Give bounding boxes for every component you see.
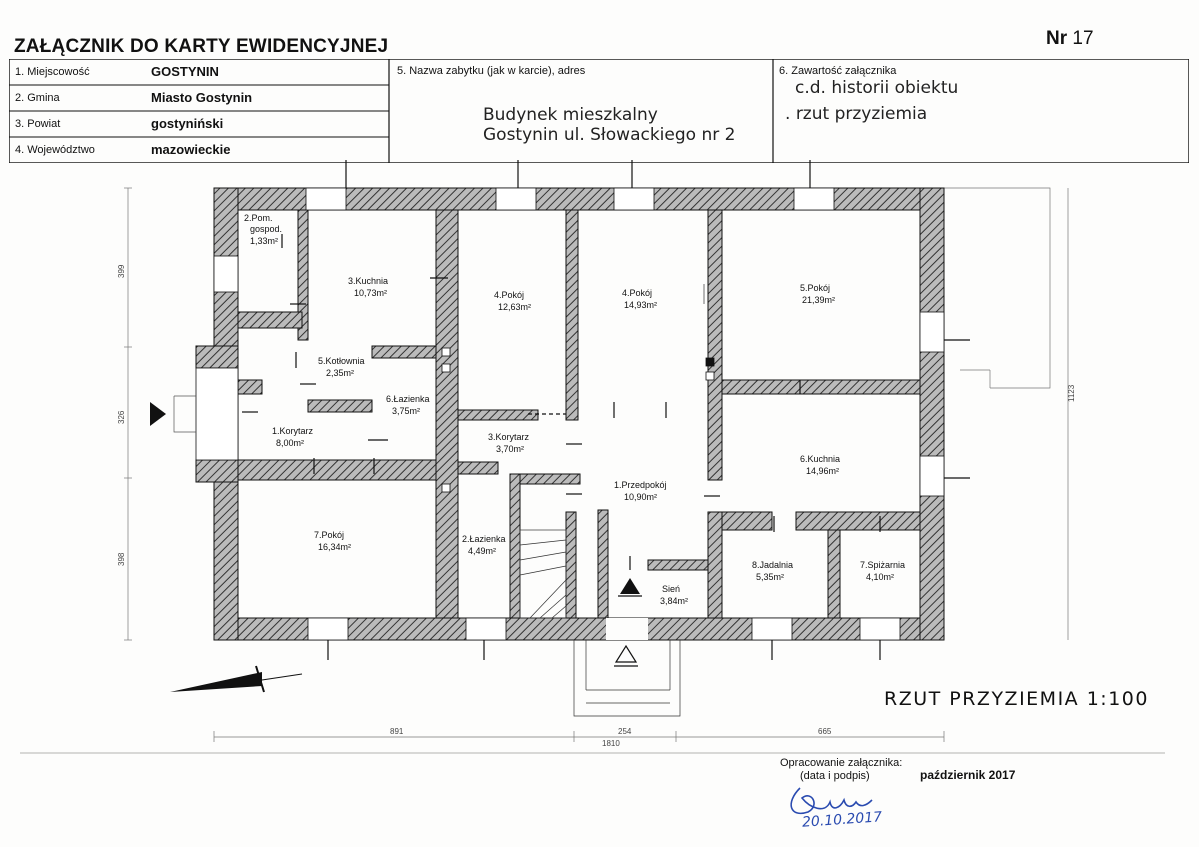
col6-label: 6. Zawartość załącznika (779, 65, 897, 77)
room-area: 4,49m² (468, 546, 496, 556)
room-name: Sień (662, 584, 680, 594)
number-label: Nr (1046, 28, 1068, 49)
room-name: 1.Przedpokój (614, 480, 667, 490)
dim-bottom-1: 891 (390, 727, 404, 736)
plan-title: RZUT PRZYZIEMIA 1:100 (884, 688, 1149, 710)
stairs (519, 529, 681, 717)
room-name: 5.Pokój (800, 283, 830, 293)
dim-total: 1810 (602, 739, 620, 748)
room-name: 4.Pokój (622, 288, 652, 298)
construction-lines (20, 187, 1165, 754)
entrance-marker-icon (614, 644, 638, 663)
document-title: ZAŁĄCZNIK DO KARTY EWIDENCYJNEJ (14, 36, 389, 57)
room-area: 14,96m² (806, 466, 839, 476)
dim-right: 1123 (1067, 384, 1076, 402)
dim-left-3: 398 (117, 552, 126, 566)
object-name: Budynek mieszkalny (483, 105, 658, 125)
room-name: 3.Kuchnia (348, 276, 388, 286)
row-label-miejscowosc: 1. Miejscowość (15, 66, 90, 78)
contents-line1: c.d. historii obiektu (795, 78, 959, 98)
room-name: 2.Pom. (244, 213, 273, 223)
date-signature-label: (data i podpis) (800, 770, 870, 782)
contents-line2-text: rzut przyziemia (795, 104, 928, 124)
entry-arrow-icon (150, 402, 166, 426)
row-label-powiat: 3. Powiat (15, 118, 61, 130)
room-area: 16,34m² (318, 542, 351, 552)
room-area: 5,35m² (756, 572, 784, 582)
contents-line2: . rzut przyziemia (785, 104, 928, 124)
room-name: 8.Jadalnia (752, 560, 793, 570)
header-table: 1. Miejscowość GOSTYNIN 2. Gmina Miasto … (9, 59, 1189, 163)
row-value-powiat: gostyniński (151, 116, 224, 131)
room-area: 8,00m² (276, 438, 304, 448)
room-labels: 2.Pom. gospod. 1,33m² 3.Kuchnia 10,73m² … (244, 213, 905, 606)
object-address: Gostynin ul. Słowackiego nr 2 (483, 125, 736, 145)
dim-bottom-3: 665 (818, 727, 832, 736)
room-area: 10,90m² (624, 492, 657, 502)
dim-left-2: 326 (117, 410, 126, 424)
entrance-gap (606, 618, 648, 640)
room-name: 7.Spiżarnia (860, 560, 905, 570)
room-area: 4,10m² (866, 572, 894, 582)
north-arrow-icon (170, 665, 303, 693)
dimension-labels: 399 326 398 1123 891 254 665 1810 (117, 264, 1076, 748)
room-name: 7.Pokój (314, 530, 344, 540)
header-table-lines (9, 59, 1189, 163)
room-area: 21,39m² (802, 295, 835, 305)
room-area: 12,63m² (498, 302, 531, 312)
room-name: 2.Łazienka (462, 534, 506, 544)
dim-bottom-2: 254 (618, 727, 632, 736)
room-area: 10,73m² (354, 288, 387, 298)
dim-left-1: 399 (117, 264, 126, 278)
room-name: 3.Korytarz (488, 432, 530, 442)
room-name: 5.Kotłownia (318, 356, 365, 366)
handwritten-signature (790, 787, 873, 815)
entry-step (173, 396, 196, 433)
col5-label: 5. Nazwa zabytku (jak w karcie), adres (397, 65, 586, 77)
row-label-wojewodztwo: 4. Województwo (15, 144, 95, 156)
prepared-by-label: Opracowanie załącznika: (780, 757, 903, 769)
room-area: 3,84m² (660, 596, 688, 606)
room-area: 14,93m² (624, 300, 657, 310)
document-number: Nr 17 (1046, 28, 1094, 50)
walls (195, 187, 945, 641)
row-value-gmina: Miasto Gostynin (151, 90, 253, 105)
room-area: 2,35m² (326, 368, 354, 378)
row-value-miejscowosc: GOSTYNIN (151, 64, 219, 79)
room-name: 6.Łazienka (386, 394, 430, 404)
row-label-gmina: 2. Gmina (15, 92, 60, 104)
main-entrance-icon (620, 578, 640, 594)
number-value: 17 (1072, 28, 1094, 49)
room-area: 3,70m² (496, 444, 524, 454)
row-value-wojewodztwo: mazowieckie (151, 142, 231, 157)
windows (195, 187, 945, 641)
room-area: 3,75m² (392, 406, 420, 416)
vent-marks (441, 347, 715, 493)
room-name: 6.Kuchnia (800, 454, 840, 464)
prepared-date: październik 2017 (920, 768, 1016, 782)
room-name: 1.Korytarz (272, 426, 314, 436)
door-marks (242, 160, 970, 660)
room-name: gospod. (250, 224, 282, 234)
room-area: 1,33m² (250, 236, 278, 246)
room-name: 4.Pokój (494, 290, 524, 300)
